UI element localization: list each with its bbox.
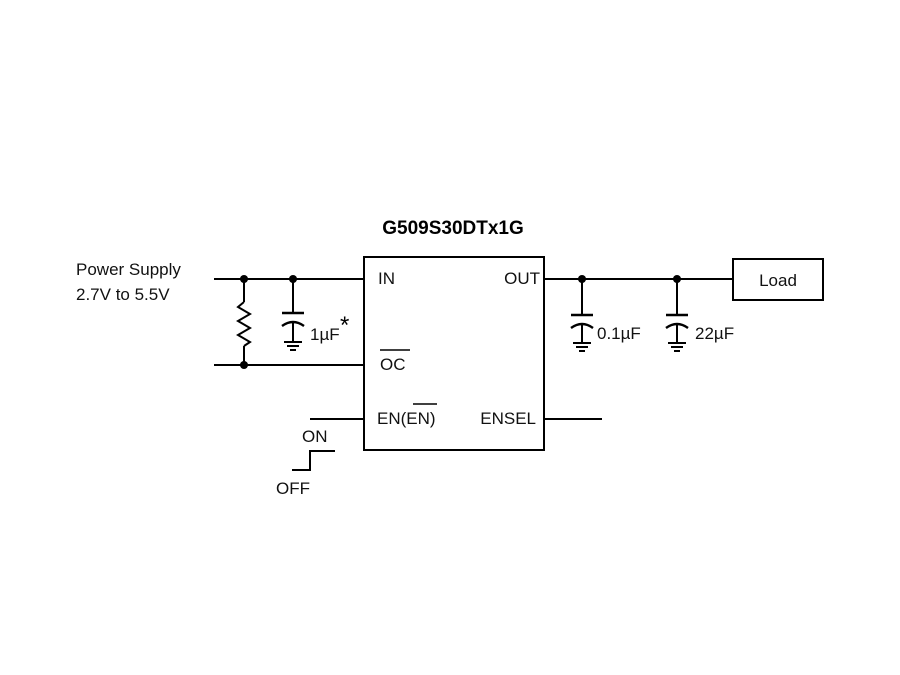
chip-title: G509S30DTx1G (382, 218, 524, 239)
pullup-resistor (236, 279, 252, 365)
pin-ensel-label: ENSEL (480, 409, 536, 428)
input-cap-note: * (340, 312, 349, 339)
supply-label: Power Supply (76, 260, 181, 279)
input-capacitor (281, 279, 305, 342)
ground-icon (668, 342, 686, 352)
output-cap-small-label: 0.1µF (597, 324, 641, 343)
supply-range-label: 2.7V to 5.5V (76, 285, 170, 304)
input-cap-label: 1µF (310, 325, 340, 344)
chip-body (363, 256, 545, 451)
pin-out-label: OUT (504, 269, 540, 288)
load-box (732, 258, 824, 301)
pin-en-label: EN(EN) (377, 409, 436, 428)
pin-in-label: IN (378, 269, 395, 288)
en-switch-waveform (292, 450, 335, 471)
pin-oc-label: OC (380, 355, 406, 374)
output-cap-large-label: 22µF (695, 324, 734, 343)
ground-icon (573, 342, 591, 352)
ground-icon (284, 341, 302, 351)
output-capacitor-large (665, 279, 689, 343)
switch-on-label: ON (302, 427, 328, 446)
output-capacitor-small (570, 279, 594, 343)
switch-off-label: OFF (276, 479, 310, 498)
load-label: Load (759, 271, 797, 290)
